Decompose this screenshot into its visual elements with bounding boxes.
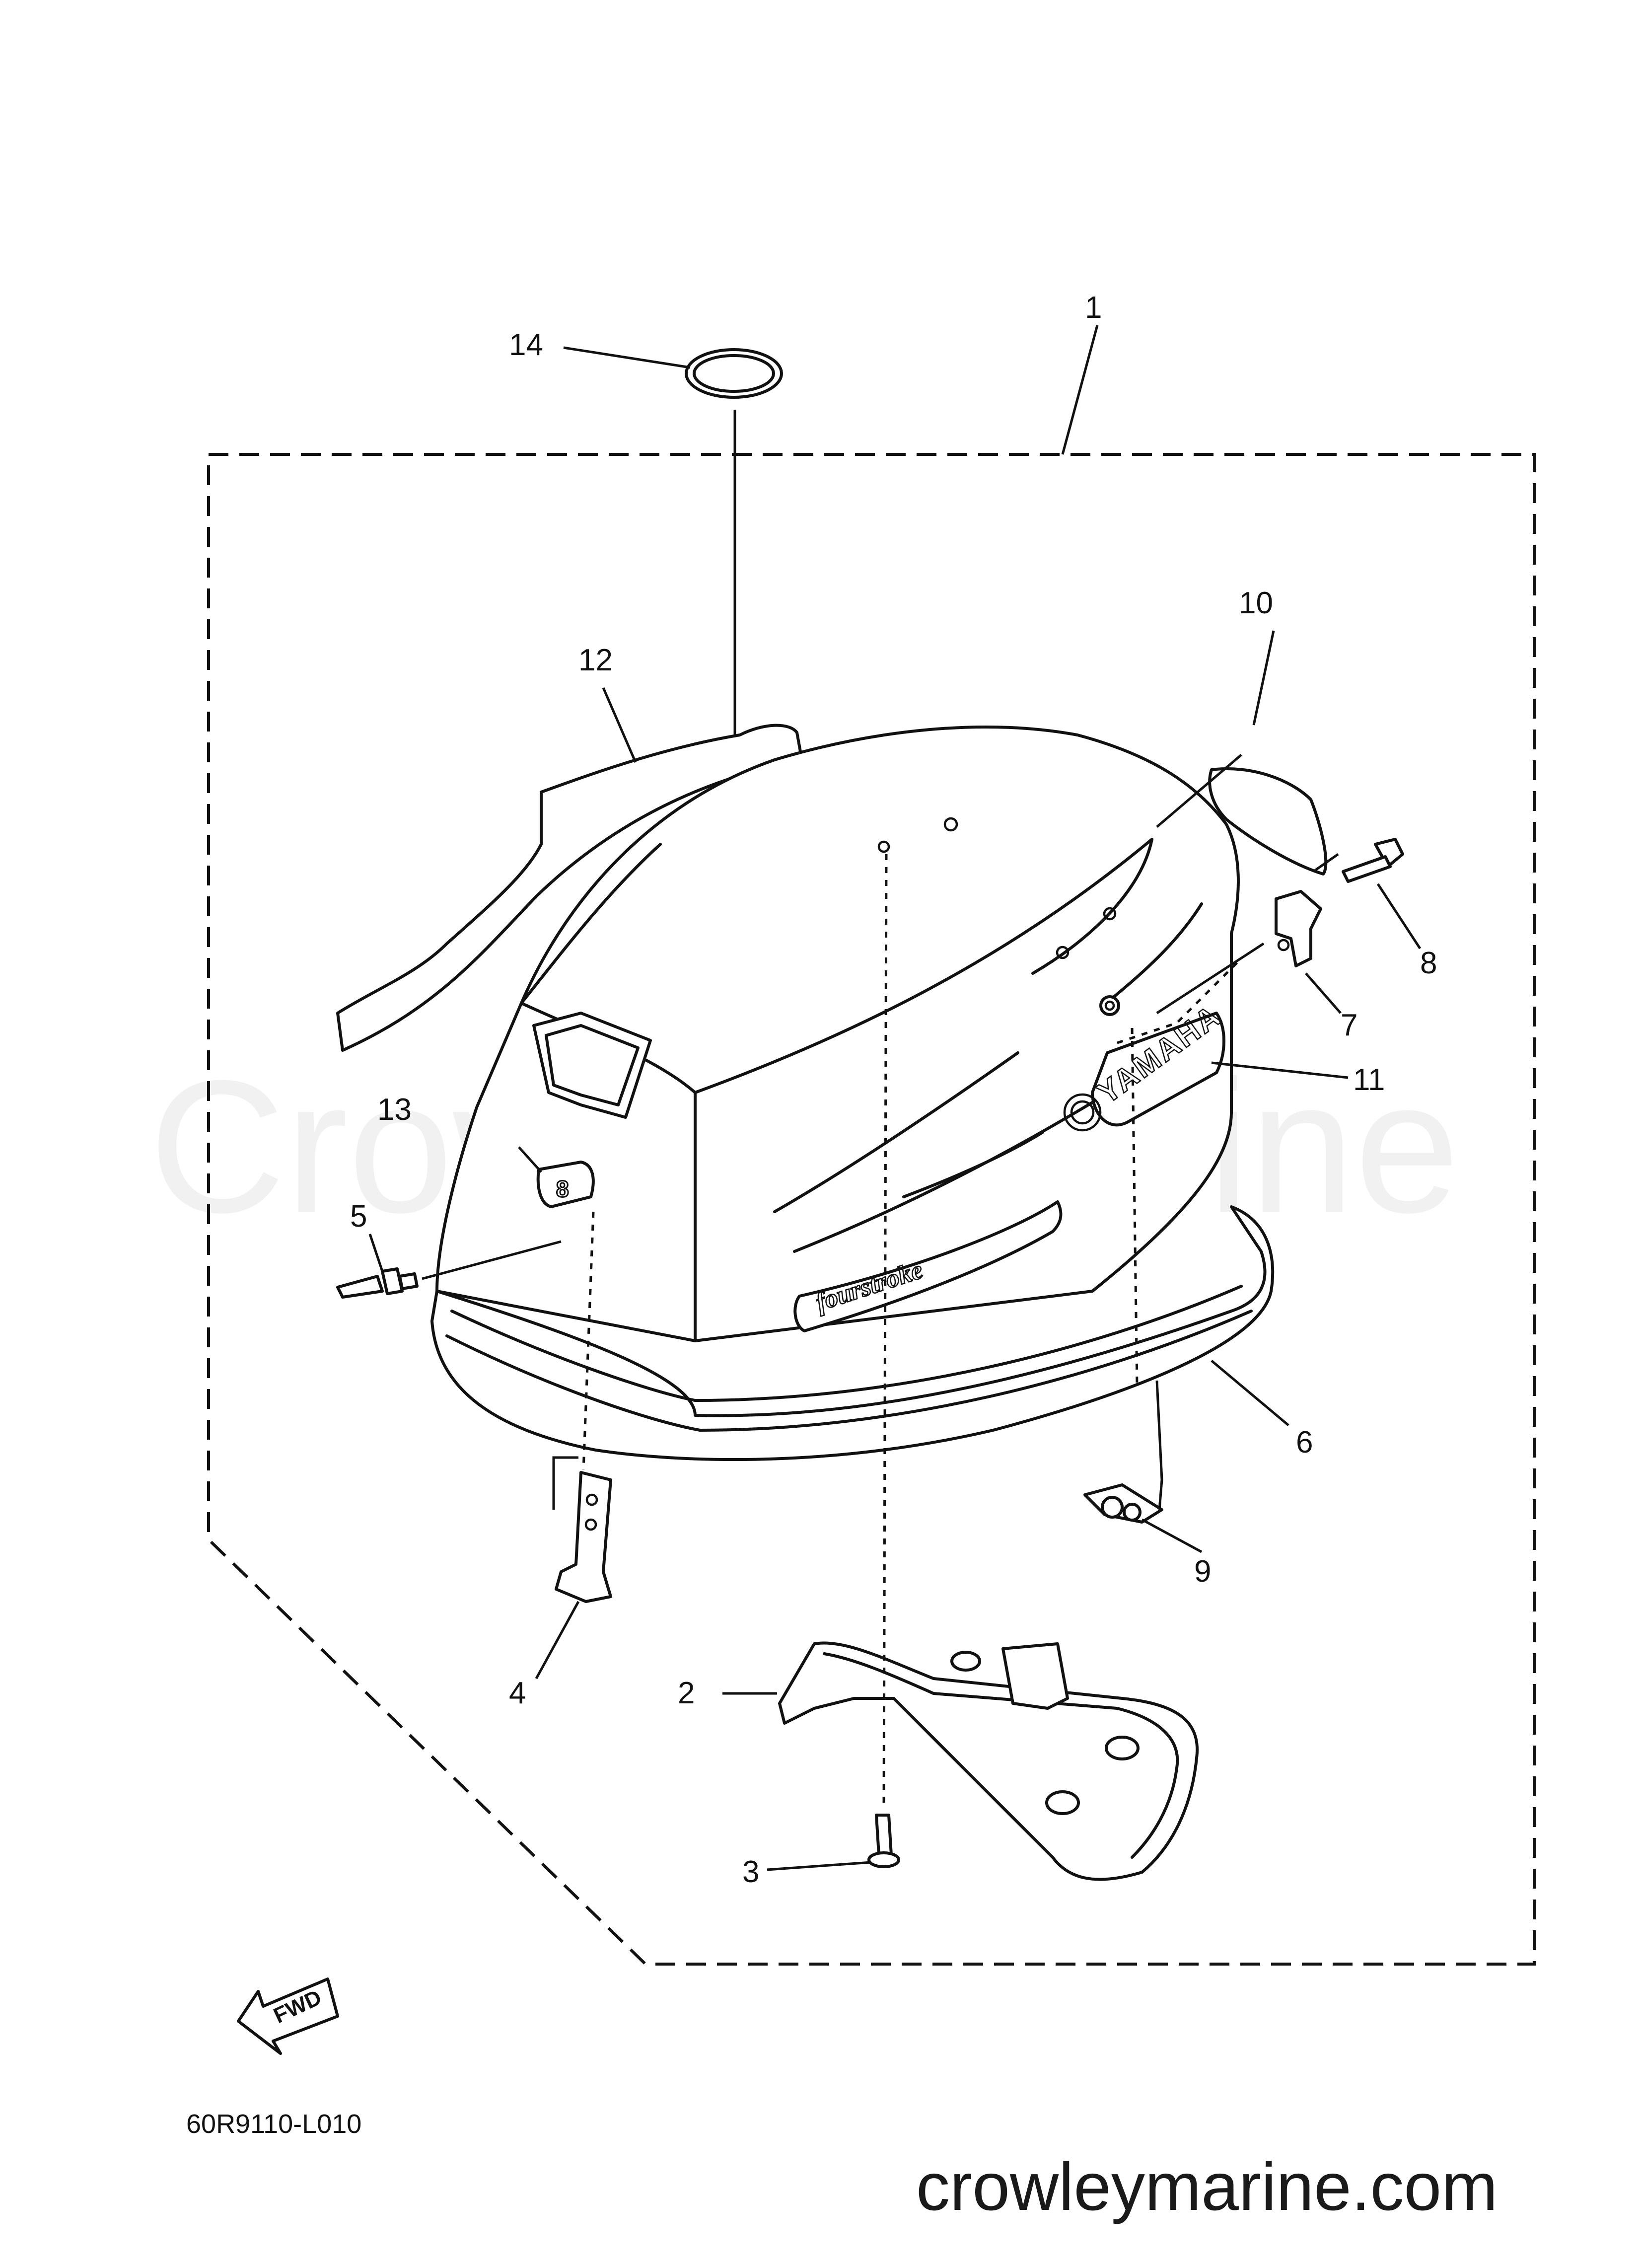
part-6-seal bbox=[430, 1205, 1275, 1462]
website-label: crowleymarine.com bbox=[916, 2149, 1498, 2224]
part-8-bolt bbox=[1342, 838, 1404, 883]
part-4-bracket bbox=[555, 1471, 612, 1603]
callout-10: 10 bbox=[1239, 586, 1273, 620]
callout-1: 1 bbox=[1085, 291, 1102, 325]
callout-8: 8 bbox=[1420, 946, 1437, 980]
leader-lines bbox=[368, 325, 1422, 1871]
part-9-damper bbox=[1083, 1483, 1163, 1524]
callouts: 1 2 3 4 5 6 7 8 9 10 11 12 13 14 bbox=[350, 291, 1437, 1889]
callout-12: 12 bbox=[578, 643, 613, 677]
callout-5: 5 bbox=[350, 1199, 367, 1234]
part-13-emblem: 8 bbox=[536, 1161, 595, 1208]
callout-7: 7 bbox=[1341, 1008, 1357, 1042]
callout-6: 6 bbox=[1296, 1425, 1313, 1460]
callout-13: 13 bbox=[377, 1093, 412, 1127]
callout-2: 2 bbox=[678, 1676, 695, 1710]
assembly-boundary bbox=[207, 453, 1536, 1966]
part-3-screw bbox=[867, 1814, 900, 1868]
callout-3: 3 bbox=[742, 1855, 759, 1889]
drawing-code: 60R9110-L010 bbox=[186, 2109, 361, 2139]
callout-11: 11 bbox=[1353, 1063, 1385, 1097]
part-10-cap-plate bbox=[1208, 767, 1328, 876]
callout-14: 14 bbox=[509, 328, 543, 362]
alignment-lines bbox=[582, 854, 1242, 1808]
emblem-number: 8 bbox=[556, 1176, 569, 1202]
part-14-grommet bbox=[685, 348, 783, 399]
part-2-handle bbox=[778, 1641, 1199, 1881]
callout-4: 4 bbox=[509, 1676, 526, 1710]
part-7-clamp bbox=[1275, 890, 1322, 967]
top-cowling bbox=[435, 726, 1240, 1342]
callout-9: 9 bbox=[1194, 1554, 1211, 1589]
part-12-side-garnish bbox=[336, 724, 803, 1052]
part-5-rivet bbox=[336, 1267, 419, 1299]
fwd-arrow-icon: FWD bbox=[237, 1977, 339, 2055]
